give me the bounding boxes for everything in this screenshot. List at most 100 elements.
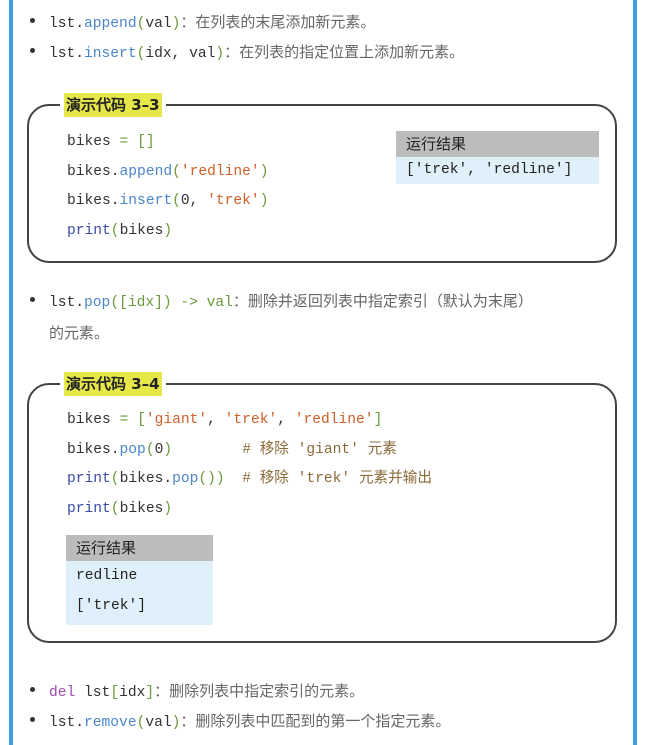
bullet-dot: [30, 687, 35, 692]
left-border: [9, 0, 13, 745]
code-token: 'redline': [294, 412, 374, 428]
code-token: ): [171, 715, 181, 731]
code-token: idx: [119, 685, 146, 701]
code-token: (: [110, 222, 120, 239]
code-token: pop: [84, 295, 111, 311]
code-line: print(bikes.pop()) # 移除 'trek' 元素并输出: [67, 465, 432, 495]
method-signature: lst.insert(idx, val): [49, 46, 224, 62]
code-token: ): [215, 46, 225, 62]
code-token: [172, 442, 242, 458]
code-token: lst.: [49, 295, 85, 311]
demo-label: 演示代码 3–3: [64, 93, 162, 117]
code-block: bikes = ['giant', 'trek', 'redline']bike…: [67, 406, 432, 524]
code-token: lst.: [49, 16, 85, 32]
code-line: print(bikes): [67, 217, 268, 247]
code-token: bikes.: [67, 441, 120, 458]
code-block: bikes = []bikes.append('redline')bikes.i…: [67, 128, 268, 246]
code-token: [225, 471, 243, 487]
code-token: (: [145, 441, 155, 458]
code-token: ()): [198, 471, 225, 487]
code-token: append: [84, 16, 137, 32]
code-token: val: [145, 715, 172, 731]
code-token: # 移除 'trek' 元素并输出: [242, 471, 432, 487]
code-token: 0: [154, 441, 164, 458]
method-description: ：在列表的末尾添加新元素。: [180, 13, 376, 31]
code-line: bikes.insert(0, 'trek'): [67, 187, 268, 217]
code-token: ([idx]) -> val: [110, 295, 233, 311]
code-token: bikes: [119, 222, 164, 239]
code-token: bikes: [67, 412, 120, 428]
code-token: ,: [207, 412, 225, 428]
code-line: bikes = []: [67, 128, 268, 158]
demo-label: 演示代码 3–4: [64, 372, 162, 396]
code-token: lst: [75, 685, 111, 701]
method-description: ：删除列表中指定索引的元素。: [154, 682, 365, 700]
bullet-remove: lst.remove(val)：删除列表中匹配到的第一个指定元素。: [30, 706, 450, 738]
code-token: insert: [119, 193, 173, 209]
code-token: print: [67, 222, 111, 239]
run-result-output: ['trek', 'redline']: [396, 157, 599, 184]
code-token: 'trek': [207, 193, 260, 209]
code-token: del: [49, 685, 76, 701]
bullet-dot: [30, 297, 35, 302]
code-token: print: [67, 471, 111, 487]
run-result: 运行结果 ['trek', 'redline']: [396, 131, 599, 184]
code-token: lst.: [49, 46, 85, 62]
method-signature: lst.append(val): [49, 16, 180, 32]
code-token: pop: [172, 471, 199, 487]
code-token: ): [163, 222, 173, 239]
run-result-title: 运行结果: [396, 131, 599, 157]
code-token: ,: [277, 412, 295, 428]
code-token: 0,: [180, 193, 208, 209]
bullet-dot: [30, 48, 35, 53]
code-token: (: [110, 471, 120, 487]
bullet-del: del lst[idx]：删除列表中指定索引的元素。: [30, 676, 364, 708]
code-token: ): [171, 16, 181, 32]
bullet-append: lst.append(val)：在列表的末尾添加新元素。: [30, 7, 375, 39]
code-token: append: [119, 163, 173, 180]
code-token: # 移除 'giant' 元素: [242, 441, 397, 458]
code-token: [128, 134, 137, 150]
code-token: 'giant': [145, 412, 208, 428]
code-token: (: [172, 193, 181, 209]
code-token: remove: [84, 715, 137, 731]
code-token: []: [137, 134, 155, 150]
code-token: [128, 412, 137, 428]
code-token: bikes.: [67, 163, 120, 180]
output-line: redline: [76, 568, 138, 584]
code-token: ): [163, 441, 173, 458]
code-token: =: [119, 412, 129, 428]
code-token: ]: [145, 685, 155, 701]
code-token: (: [172, 163, 181, 180]
method-description: ：删除列表中匹配到的第一个指定元素。: [180, 712, 451, 730]
bullet-insert: lst.insert(idx, val)：在列表的指定位置上添加新元素。: [30, 37, 464, 69]
code-token: =: [119, 134, 129, 150]
method-signature: lst.remove(val): [49, 715, 180, 731]
code-token: bikes: [67, 134, 120, 150]
code-token: val: [145, 16, 172, 32]
code-line: bikes.append('redline'): [67, 158, 268, 188]
method-signature: del lst[idx]: [49, 685, 154, 701]
code-token: 'redline': [180, 163, 260, 180]
code-token: ): [259, 163, 269, 180]
code-token: ): [259, 193, 269, 209]
bullet-dot: [30, 717, 35, 722]
code-token: ]: [373, 412, 383, 428]
code-token: pop: [119, 441, 146, 458]
code-line: bikes = ['giant', 'trek', 'redline']: [67, 406, 432, 436]
code-token: ): [163, 500, 173, 517]
code-token: (: [136, 46, 146, 62]
method-signature: lst.pop([idx]) -> val: [49, 295, 233, 311]
demo-code-box-3-4: 演示代码 3–4 bikes = ['giant', 'trek', 'redl…: [27, 372, 617, 643]
bullet-pop: lst.pop([idx]) -> val：删除并返回列表中指定索引（默认为末尾…: [30, 286, 533, 348]
code-token: [: [110, 685, 120, 701]
code-token: idx, val: [145, 46, 216, 62]
code-line: print(bikes): [67, 495, 432, 525]
code-line: bikes.pop(0) # 移除 'giant' 元素: [67, 436, 432, 466]
demo-code-box-3-3: 演示代码 3–3 bikes = []bikes.append('redline…: [27, 93, 617, 263]
method-description-cont: 的元素。: [49, 324, 110, 342]
code-token: [: [137, 412, 146, 428]
output-line: ['trek']: [76, 598, 147, 614]
code-token: bikes.: [67, 193, 120, 209]
run-result-output: redline ['trek']: [66, 561, 213, 625]
